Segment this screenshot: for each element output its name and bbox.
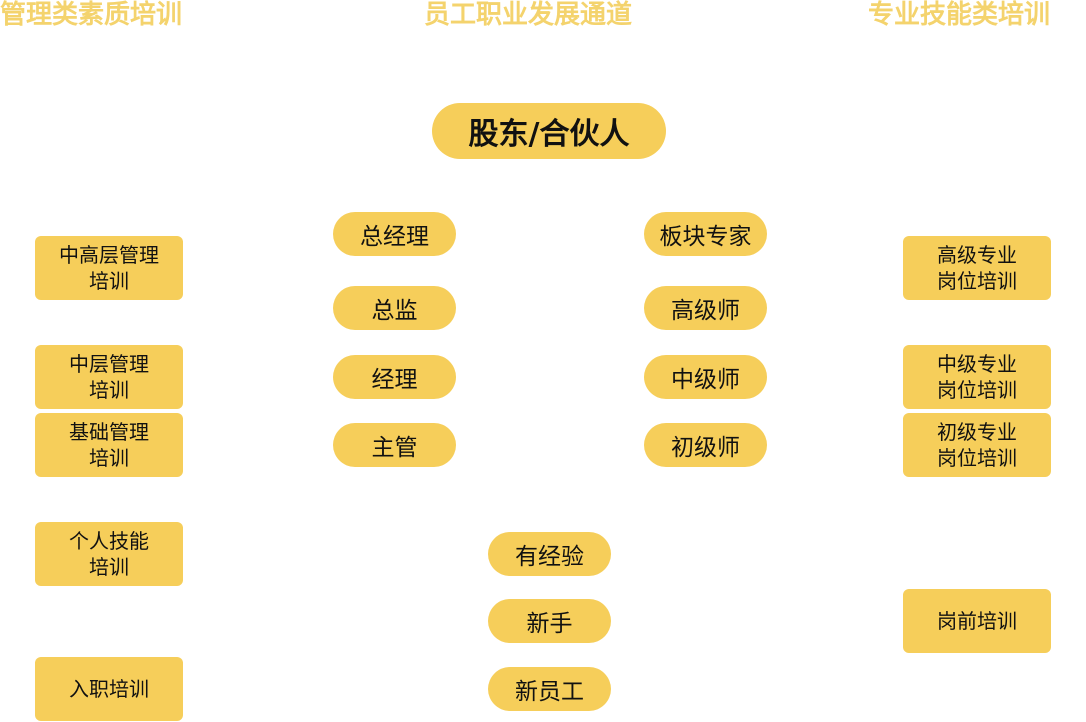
node-label: 高级师 bbox=[671, 298, 740, 324]
header-management-training: 管理类素质培训 bbox=[0, 0, 183, 30]
training-personal-skills: 个人技能 培训 bbox=[35, 522, 183, 586]
node-label: 有经验 bbox=[515, 544, 584, 570]
training-onboarding: 入职培训 bbox=[35, 657, 183, 721]
training-label: 岗前培训 bbox=[937, 609, 1017, 633]
node-novice: 新手 bbox=[488, 599, 611, 643]
training-label: 个人技能 培训 bbox=[69, 529, 149, 579]
node-label: 总监 bbox=[371, 298, 418, 324]
node-supervisor: 主管 bbox=[333, 423, 456, 467]
node-intermediate-specialist: 中级师 bbox=[644, 355, 767, 399]
training-intermediate-professional: 中级专业 岗位培训 bbox=[903, 345, 1051, 409]
training-label: 中层管理 培训 bbox=[69, 352, 149, 402]
node-sector-expert: 板块专家 bbox=[644, 212, 767, 256]
training-junior-professional: 初级专业 岗位培训 bbox=[903, 413, 1051, 477]
node-label: 主管 bbox=[371, 435, 418, 461]
training-middle-management: 中层管理 培训 bbox=[35, 345, 183, 409]
node-experienced: 有经验 bbox=[488, 532, 611, 576]
node-senior-specialist: 高级师 bbox=[644, 286, 767, 330]
node-shareholder-partner: 股东/合伙人 bbox=[432, 103, 666, 159]
training-basic-management: 基础管理 培训 bbox=[35, 413, 183, 477]
training-label: 基础管理 培训 bbox=[69, 420, 149, 470]
node-label: 板块专家 bbox=[659, 224, 752, 250]
node-label: 新手 bbox=[526, 611, 573, 637]
node-label: 中级师 bbox=[671, 367, 740, 393]
header-professional-training: 专业技能类培训 bbox=[868, 0, 1051, 30]
node-director: 总监 bbox=[333, 286, 456, 330]
node-shareholder-partner-label: 股东/合伙人 bbox=[468, 117, 630, 152]
node-label: 经理 bbox=[371, 367, 418, 393]
training-label: 入职培训 bbox=[69, 677, 149, 701]
training-pre-job: 岗前培训 bbox=[903, 589, 1051, 653]
node-manager: 经理 bbox=[333, 355, 456, 399]
training-label: 中级专业 岗位培训 bbox=[937, 352, 1017, 402]
node-label: 总经理 bbox=[360, 224, 429, 250]
node-label: 新员工 bbox=[515, 679, 584, 705]
training-label: 高级专业 岗位培训 bbox=[937, 243, 1017, 293]
training-label: 中高层管理 培训 bbox=[59, 243, 159, 293]
training-senior-professional: 高级专业 岗位培训 bbox=[903, 236, 1051, 300]
node-general-manager: 总经理 bbox=[333, 212, 456, 256]
node-label: 初级师 bbox=[671, 435, 740, 461]
node-junior-specialist: 初级师 bbox=[644, 423, 767, 467]
header-career-path: 员工职业发展通道 bbox=[424, 0, 633, 30]
node-new-employee: 新员工 bbox=[488, 667, 611, 711]
training-senior-management: 中高层管理 培训 bbox=[35, 236, 183, 300]
training-label: 初级专业 岗位培训 bbox=[937, 420, 1017, 470]
